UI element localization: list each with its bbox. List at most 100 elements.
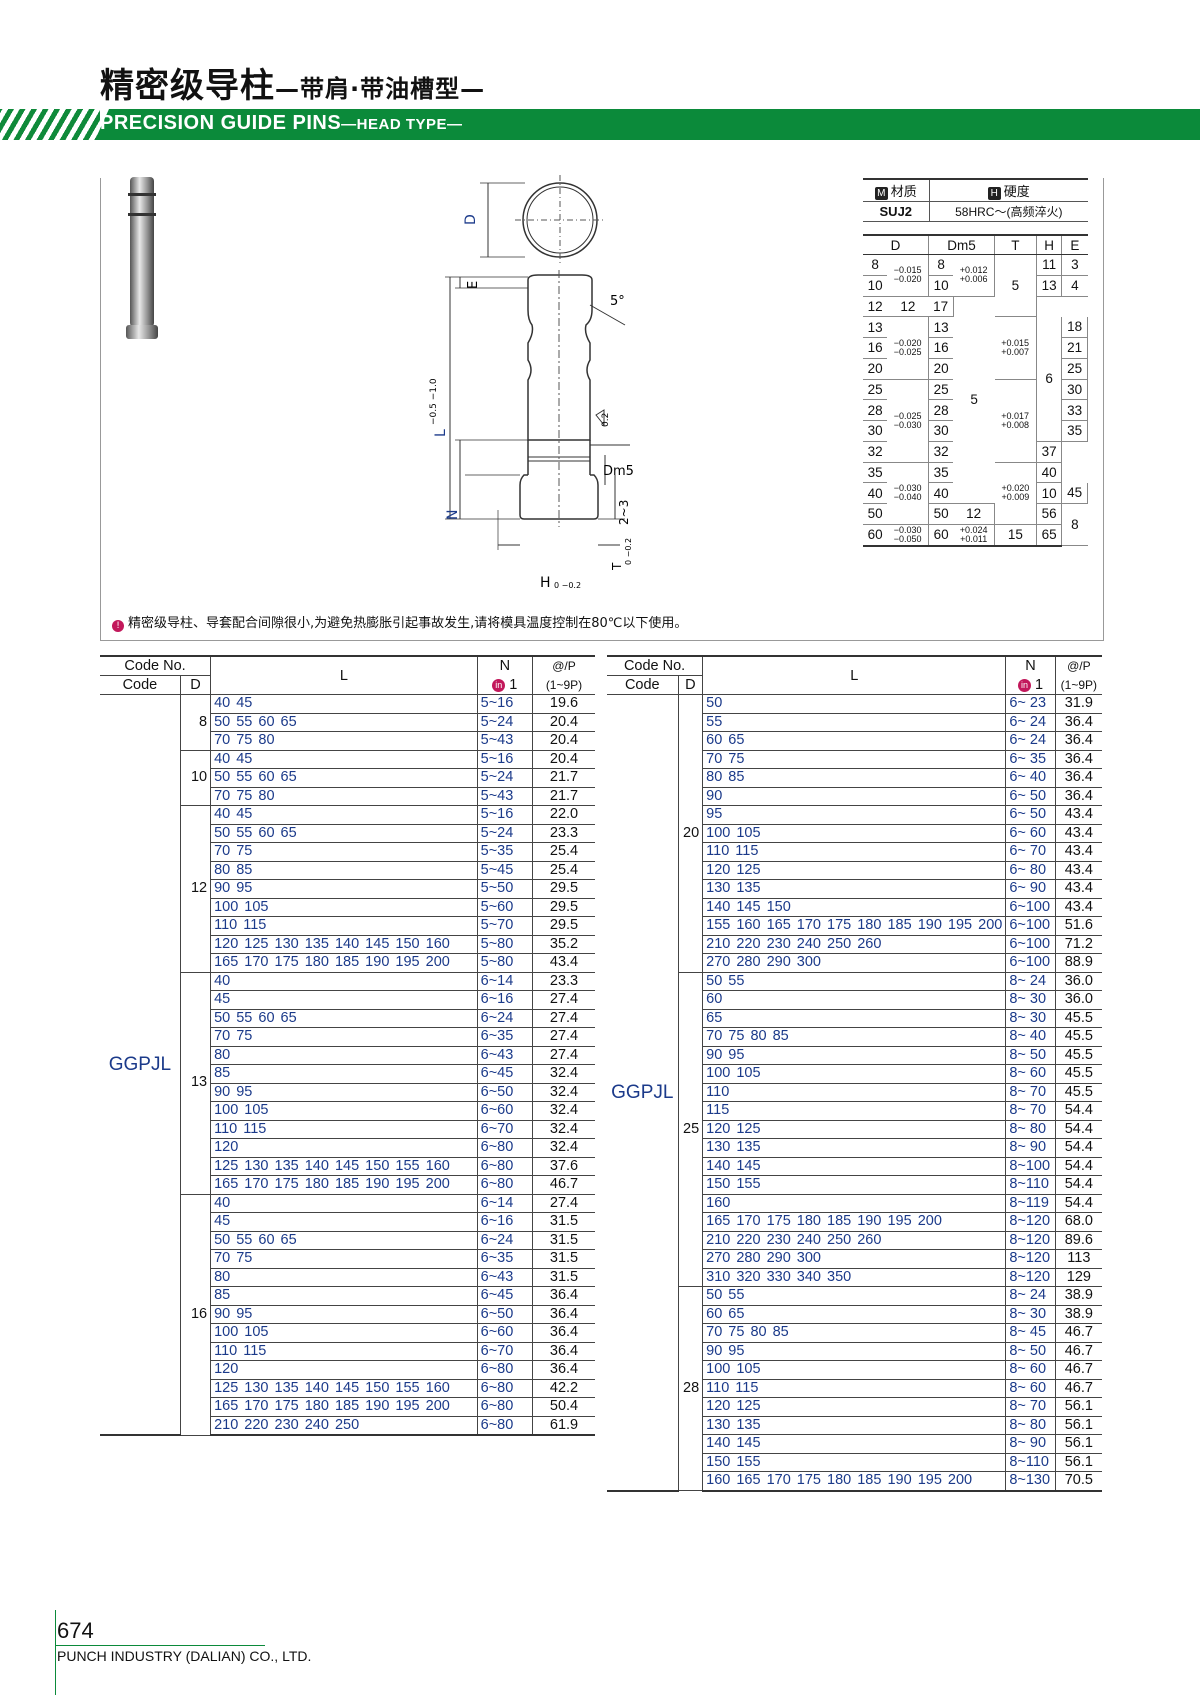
length-cell: 210 220 230 240 250 260 bbox=[702, 935, 1007, 954]
dims-d: 25 bbox=[863, 379, 888, 401]
price-cell: 31.5 bbox=[532, 1268, 595, 1287]
n-range-cell: 6~70 bbox=[477, 1120, 534, 1139]
n-range-cell: 8~ 80 bbox=[1005, 1416, 1056, 1435]
length-cell: 50 55 60 65 bbox=[210, 1231, 478, 1250]
n-range-cell: 8~ 80 bbox=[1005, 1120, 1056, 1139]
n-range-cell: 6~50 bbox=[477, 1083, 534, 1102]
left-price-table: Code No. L N @/P Code D in 1 (1~9P) GGPJ… bbox=[100, 655, 595, 1436]
dims-header-d: D bbox=[863, 234, 929, 255]
dims-dm5-tol: +0.017 +0.008 bbox=[994, 379, 1037, 463]
n-range-cell: 6~ 23 bbox=[1005, 694, 1056, 714]
price-cell: 22.0 bbox=[532, 805, 595, 825]
n-range-cell: 5~50 bbox=[477, 879, 534, 899]
price-cell: 43.4 bbox=[1055, 898, 1102, 917]
length-cell: 50 55 60 65 bbox=[210, 768, 478, 788]
spec-frame bbox=[100, 178, 1104, 641]
dims-d: 8 bbox=[863, 254, 888, 276]
n-range-cell: 8~ 50 bbox=[1005, 1046, 1056, 1065]
label-l: L bbox=[433, 429, 449, 437]
n-range-cell: 6~35 bbox=[477, 1249, 534, 1269]
dims-d: 60 bbox=[863, 524, 888, 547]
length-cell: 100 105 bbox=[702, 1360, 1007, 1380]
length-cell: 110 115 bbox=[210, 1120, 478, 1139]
l-header: L bbox=[210, 655, 478, 695]
dims-h: 21 bbox=[1061, 337, 1088, 359]
length-cell: 55 bbox=[702, 713, 1007, 732]
n-range-cell: 6~ 60 bbox=[1005, 824, 1056, 843]
m-mark-icon: M bbox=[874, 187, 888, 200]
length-cell: 125 130 135 140 145 150 155 160 bbox=[210, 1379, 478, 1398]
price-cell: 50.4 bbox=[532, 1397, 595, 1417]
dims-dm5: 10 bbox=[928, 275, 954, 297]
n-range-cell: 6~100 bbox=[1005, 953, 1056, 973]
n-range-cell: 8~ 30 bbox=[1005, 1009, 1056, 1028]
code-no-header: Code No. bbox=[607, 655, 704, 676]
n-range-cell: 5~24 bbox=[477, 824, 534, 843]
price-cell: 36.4 bbox=[532, 1323, 595, 1343]
dims-header-e: E bbox=[1061, 234, 1088, 255]
price-cell: 27.4 bbox=[532, 1027, 595, 1047]
price-cell: 43.4 bbox=[1055, 879, 1102, 899]
price-cell: 19.6 bbox=[532, 694, 595, 714]
length-cell: 40 bbox=[210, 1194, 478, 1213]
length-cell: 90 95 bbox=[210, 1083, 478, 1102]
n-range-cell: 6~80 bbox=[477, 1138, 534, 1158]
length-cell: 100 105 bbox=[210, 898, 478, 917]
n-range-cell: 8~110 bbox=[1005, 1175, 1056, 1195]
price-cell: 31.5 bbox=[532, 1249, 595, 1269]
price-cell: 51.6 bbox=[1055, 916, 1102, 936]
dims-e: 5 bbox=[953, 296, 995, 504]
title-main: 精密级导柱 bbox=[100, 66, 275, 106]
price-cell: 45.5 bbox=[1055, 1009, 1102, 1028]
product-photo bbox=[126, 177, 158, 339]
label-e: E bbox=[466, 281, 481, 289]
length-cell: 90 95 bbox=[702, 1046, 1007, 1065]
diameter-cell: 12 bbox=[180, 805, 212, 973]
price-cell: 56.1 bbox=[1055, 1416, 1102, 1435]
dims-dm5-tol: +0.015 +0.007 bbox=[994, 316, 1037, 380]
dims-dm5-tol: +0.024 +0.011 bbox=[953, 524, 996, 547]
length-cell: 80 bbox=[210, 1268, 478, 1287]
dims-h: 35 bbox=[1061, 420, 1088, 442]
dims-d: 20 bbox=[863, 358, 888, 380]
material-value: SUJ2 bbox=[863, 201, 930, 222]
price-cell: 43.4 bbox=[532, 953, 595, 973]
n-range-cell: 6~80 bbox=[477, 1379, 534, 1398]
in-badge-icon: in bbox=[492, 678, 506, 692]
n-range-cell: 8~ 70 bbox=[1005, 1397, 1056, 1417]
price-range-header: (1~9P) bbox=[532, 675, 595, 695]
dims-d: 28 bbox=[863, 399, 888, 421]
length-cell: 40 bbox=[210, 972, 478, 991]
hardness-value: 58HRC～(高频淬火) bbox=[929, 201, 1088, 222]
dims-dm5: 13 bbox=[928, 316, 954, 338]
n-range-cell: 6~14 bbox=[477, 972, 534, 991]
english-title-sub: —HEAD TYPE— bbox=[341, 116, 463, 133]
length-cell: 150 155 bbox=[702, 1175, 1007, 1195]
dims-dm5: 35 bbox=[928, 462, 954, 484]
d-header: D bbox=[180, 675, 212, 695]
price-cell: 31.5 bbox=[532, 1212, 595, 1232]
length-cell: 70 75 80 bbox=[210, 787, 478, 806]
price-cell: 54.4 bbox=[1055, 1194, 1102, 1213]
n-range-cell: 8~ 24 bbox=[1005, 1286, 1056, 1306]
price-cell: 36.4 bbox=[532, 1286, 595, 1306]
length-cell: 85 bbox=[210, 1286, 478, 1306]
price-cell: 35.2 bbox=[532, 935, 595, 954]
price-cell: 20.4 bbox=[532, 713, 595, 732]
length-cell: 310 320 330 340 350 bbox=[702, 1268, 1007, 1287]
price-cell: 36.4 bbox=[1055, 731, 1102, 751]
